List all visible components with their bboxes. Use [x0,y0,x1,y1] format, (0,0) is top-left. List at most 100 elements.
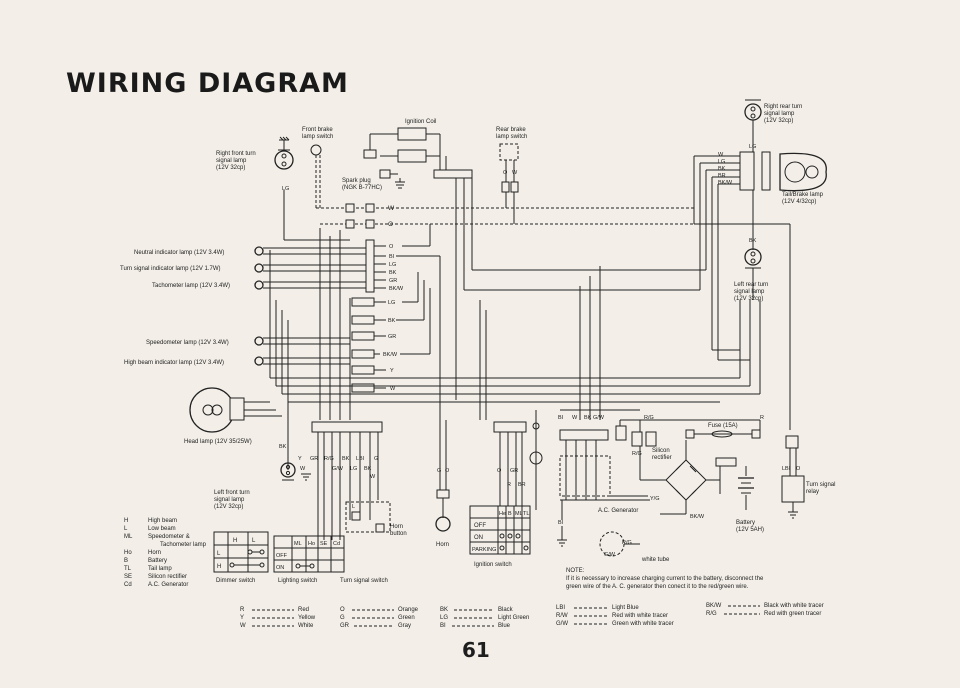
right-rear-label-2: signal lamp [764,111,795,117]
tail-lamp-label-1: Tail/Brake lamp [782,192,824,198]
abbr-l-val: Low beam [148,526,176,532]
fuse-label: Fuse (15A) [708,423,738,429]
light-row-off: OFF [276,553,288,559]
front-brake-label-1: Front brake [302,127,333,133]
horn: G O Horn [435,400,451,548]
ign-gr: GR [510,468,518,474]
abbr-ml-val: Speedometer & [148,534,190,540]
right-front-lamp-label-3: (12V 32cp) [216,165,245,171]
fb-gr: GR [310,456,318,462]
abbr-tl-val: Tail lamp [148,566,172,572]
note-title: NOTE: [566,568,585,574]
ac-generator-sketch: G/W R/G white tube [599,531,670,563]
abbr-cd-key: Cd [124,582,132,588]
tail-lamp-label-2: (12V 4/32cp) [782,199,816,205]
cc-w-key: W [240,623,246,629]
fb2-gw: G/W [332,466,344,472]
ignition-coil: Ignition Coil Spark plug (NGK B-77HC) [342,119,440,191]
dimmer-row-h: H [217,564,221,570]
left-front-label-2: signal lamp [214,497,245,503]
color-code-table: R Red Y Yellow W White O Orange G Green … [240,603,824,629]
abbr-h-key: H [124,518,128,524]
mid-connectors: LG BK GR BK/W Y W [319,228,431,420]
horn-button-label-1: Horn [390,524,403,530]
stack-bk: BK [389,270,397,276]
cc-bi-val: Blue [498,623,511,629]
mid-gr: GR [388,334,396,340]
horn-button-label-2: button [390,531,407,537]
high-beam-lamp-label: High beam indicator lamp (12V 3.4W) [124,360,224,366]
tail-lg: LG [718,159,725,165]
cc-rg-key: R/G [706,611,717,617]
stack-bi: BI [389,254,395,260]
turn-switch-label: Turn signal switch [340,578,388,584]
left-rear-label-3: (12V 32cp) [734,296,763,302]
battery-label-2: (12V 5AH) [736,527,764,533]
rb-bi: BI [558,415,564,421]
cc-w-val: White [298,623,314,629]
cc-o-key: O [340,607,345,613]
spark-plug-label-1: Spark plug [342,178,371,184]
rear-brake-w: W [512,170,518,176]
right-front-lamp-label-1: Right front turn [216,151,256,157]
gen-g: G/W [604,552,616,558]
dimmer-switch-label: Dimmer switch [216,578,255,584]
fb2-bk: BK [364,466,372,472]
cc-lg-key: LG [440,615,448,621]
relay-label-1: Turn signal [806,482,835,488]
right-front-lamp-label-2: signal lamp [216,158,247,164]
switch-tables: H L L H Dimmer switch ML Ho SE Cd OFF ON… [213,531,388,584]
rectifier-label-2: rectifier [652,455,672,461]
ignition-switch: O GR R BR He B ML TL OFF ON PARKING Igni… [469,421,531,568]
ign-br: BR [518,482,526,488]
cc-o-val: Orange [398,607,419,613]
mid-lg: LG [388,300,395,306]
head-lamp-label: Head lamp (12V 35/25W) [184,439,252,445]
fb2-w: W [300,466,306,472]
abbr-l-key: L [124,526,128,532]
relay-label-2: relay [806,489,819,495]
horn-o: O [445,468,450,474]
fb-g: G [374,456,378,462]
cc-bk-key: BK [440,607,448,613]
abbr-b-val: Battery [148,558,167,564]
page-number: 61 [462,638,490,662]
ac-generator-label: A.C. Generator [598,508,638,514]
ign-h-tl: TL [523,511,529,517]
ign-h-ml: ML [515,511,523,517]
left-rear-label-2: signal lamp [734,289,765,295]
ignition-coil-label: Ignition Coil [405,119,436,125]
cc-r-key: R [240,607,245,613]
tachometer-lamp-label: Tachometer lamp (12V 3.4W) [152,283,230,289]
cc-bkw-key: BK/W [706,603,722,609]
right-rear-label-1: Right rear turn [764,104,802,110]
rectifier-label-1: Silicon [652,448,670,454]
abbr-b-key: B [124,558,128,564]
horn-button-r: L [352,504,355,510]
lighting-switch-label: Lighting switch [278,578,317,584]
tail-wire-labels: W LG BK BR BK/W [718,152,733,186]
tail-w: W [718,152,724,158]
light-row-on: ON [276,565,284,571]
abbr-se-key: SE [124,574,132,580]
cc-gw-val: Green with white tracer [612,621,674,627]
abbr-h-val: High beam [148,518,177,524]
ign-row-on: ON [474,535,483,541]
abbr-ho-val: Horn [148,550,161,556]
neutral-lamp-label: Neutral indicator lamp (12V 3.4W) [134,250,224,256]
harness-w: W [388,205,395,212]
relay-o: O [796,466,801,472]
gen-rg: R/G [622,540,632,546]
tail-bk-label: BK [749,238,757,244]
indicator-lamps: Neutral indicator lamp (12V 3.4W) Turn s… [120,246,370,366]
abbr-ml-key: ML [124,534,133,540]
light-ho: Ho [308,541,315,547]
ign-r: R [507,482,511,488]
rb-rg: R/G [644,415,654,421]
speedometer-lamp-label: Speedometer lamp (12V 3.4W) [146,340,229,346]
head-lamp: Head lamp (12V 35/25W) BK [184,387,289,470]
fb-bk: BK [342,456,350,462]
cc-g-key: G [340,615,345,621]
